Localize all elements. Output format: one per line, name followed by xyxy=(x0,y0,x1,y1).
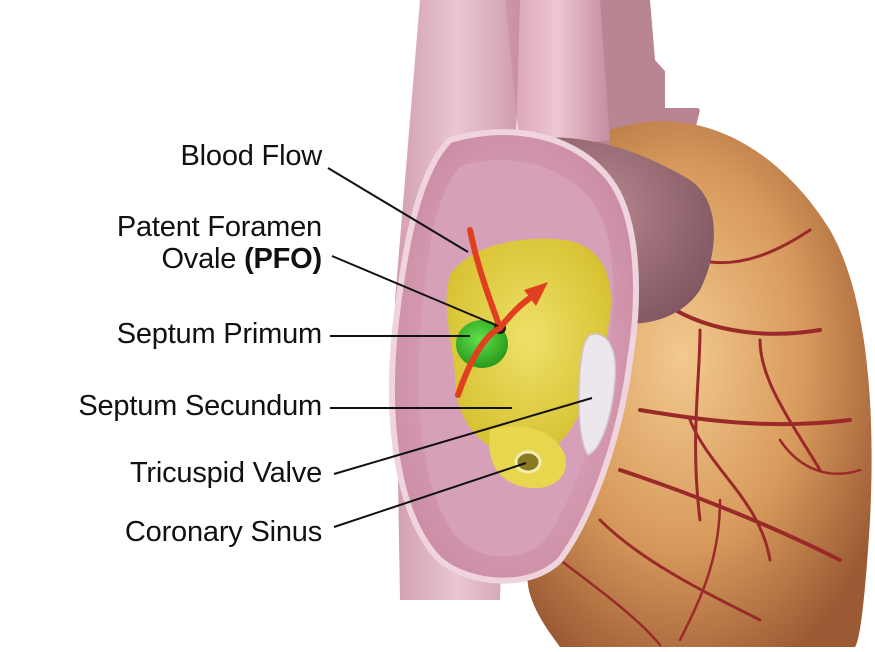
label-patent-foramen-ovale: Patent Foramen Ovale (PFO) xyxy=(117,211,322,275)
background-notch xyxy=(665,0,875,108)
label-pfo-abbrev: (PFO) xyxy=(244,243,322,275)
label-septum-primum: Septum Primum xyxy=(117,318,322,350)
label-pfo-ovale: Ovale xyxy=(161,243,244,275)
label-pfo-line1: Patent Foramen xyxy=(117,211,322,243)
label-blood-flow: Blood Flow xyxy=(181,140,322,172)
label-pfo-line2: Ovale (PFO) xyxy=(117,243,322,275)
great-vessel-shape xyxy=(505,0,610,150)
label-septum-secundum: Septum Secundum xyxy=(78,390,322,422)
label-coronary-sinus: Coronary Sinus xyxy=(125,516,322,548)
label-tricuspid-valve: Tricuspid Valve xyxy=(130,457,322,489)
coronary-sinus-opening xyxy=(516,452,540,472)
